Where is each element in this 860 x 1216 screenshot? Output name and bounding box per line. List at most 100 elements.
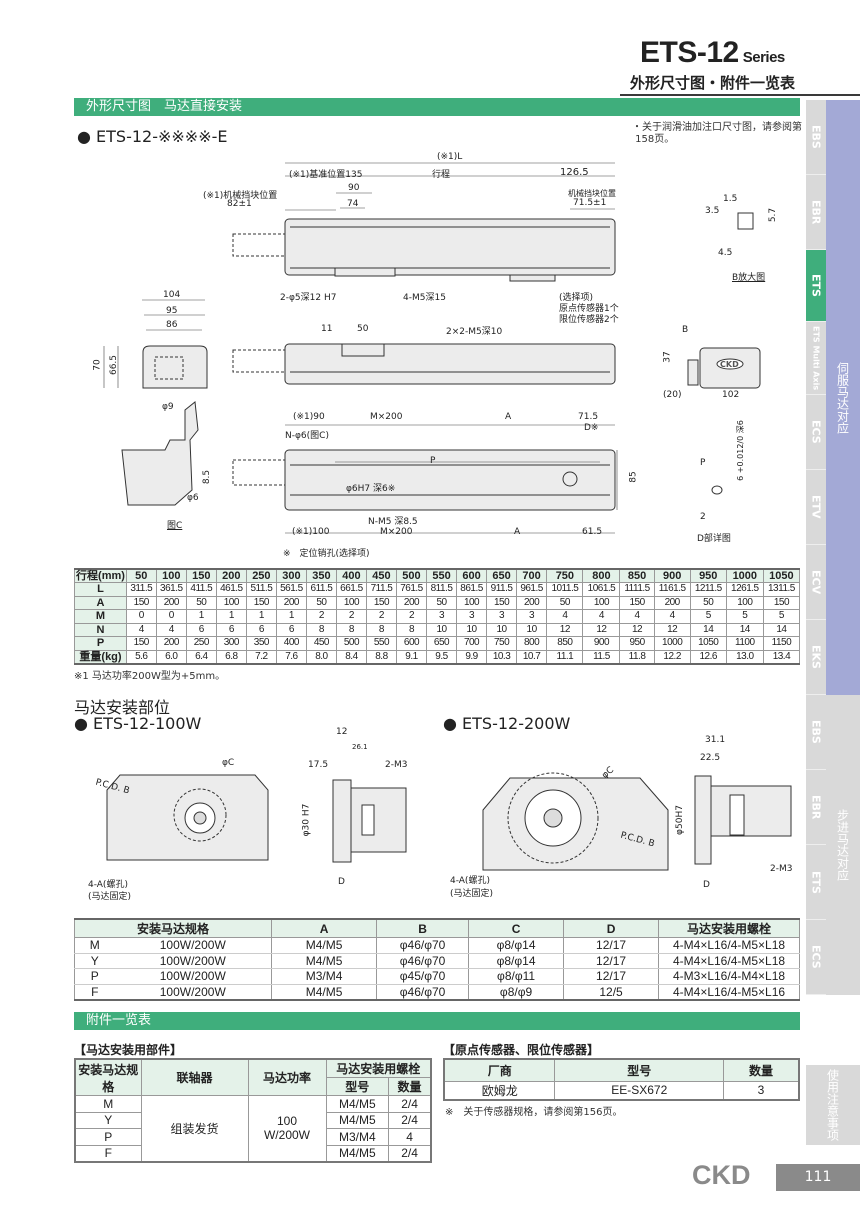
col-A: A xyxy=(271,918,378,938)
origin-sensor-label: 原点传感器1个 xyxy=(559,304,619,314)
stroke-header: 150 xyxy=(186,568,217,583)
sidebar-tab-servo-eks[interactable]: EKS xyxy=(806,620,826,695)
stroke-header: 400 xyxy=(335,568,368,583)
table-cell: 12/17 xyxy=(563,968,660,985)
figure-b-caption: B放大图 xyxy=(732,273,766,283)
200w-dim-31-1: 31.1 xyxy=(705,735,726,745)
col-qty: 数量 xyxy=(388,1077,432,1096)
table-cell: 6 xyxy=(275,622,308,637)
200w-dim-22-5: 22.5 xyxy=(700,753,721,763)
qty-cell: 3 xyxy=(723,1080,800,1100)
table-cell: φ8/φ14 xyxy=(468,937,565,954)
motor-side-200w xyxy=(694,775,712,865)
dim-100: (※1)100 xyxy=(292,527,330,537)
spec-cell: F xyxy=(74,1144,142,1162)
table-cell: 0 xyxy=(155,609,188,624)
dim-85: 85 xyxy=(628,471,639,483)
table-cell: 6.4 xyxy=(186,649,217,664)
spec-cell: P xyxy=(74,1128,142,1146)
table-cell: 100W/200W xyxy=(114,968,273,985)
power-cell: 100 W/200W xyxy=(247,1095,327,1162)
stroke-header: 1050 xyxy=(762,568,801,583)
sidebar-tab-servo-etv[interactable]: ETV xyxy=(806,470,826,545)
stroke-table-note: ※1 马达功率200W型为+5mm。 xyxy=(74,671,226,682)
100w-dim-17-5: 17.5 xyxy=(308,760,329,770)
sidebar-tab-stepper-ebr[interactable]: EBR xyxy=(806,770,826,845)
table-cell: 900 xyxy=(582,636,621,651)
table-cell: 3 xyxy=(486,609,517,624)
type-cell: M3/M4 xyxy=(325,1128,390,1146)
sidebar-tab-servo-ebr[interactable]: EBR xyxy=(806,175,826,250)
parts-title: 【马达安装用部件】 xyxy=(74,1043,183,1057)
motor-mount-title: 马达安装部位 xyxy=(74,698,171,717)
table-cell: 12 xyxy=(582,622,621,637)
limit-sensor-label: 限位传感器2个 xyxy=(559,315,619,325)
table-cell: 100 xyxy=(582,595,621,610)
table-cell: 4 xyxy=(653,609,691,624)
table-cell: 100W/200W xyxy=(114,937,273,954)
sidebar-tab-stepper-ebs[interactable]: EBS xyxy=(806,695,826,770)
model-heading: ● ETS-12-※※※※-E xyxy=(77,127,228,146)
lubrication-note: ・关于润滑油加注口尺寸图，请参阅第 158页。 xyxy=(632,122,802,145)
table-cell: 11.8 xyxy=(619,649,655,664)
table-cell: 1261.5 xyxy=(725,582,764,597)
sidebar-tab-servo-ets-multi-axis[interactable]: ETS Multi Axis xyxy=(806,322,826,395)
col-maker: 厂商 xyxy=(443,1058,556,1082)
table-cell: φ8/φ14 xyxy=(468,953,565,969)
dim-66-5: 66.5 xyxy=(109,354,120,376)
maker-cell: 欧姆龙 xyxy=(443,1080,556,1100)
ckd-logo-drawing: CKD xyxy=(720,360,739,369)
sidebar-tab-servo-ebs[interactable]: EBS xyxy=(806,100,826,175)
dim-50: 50 xyxy=(357,324,369,334)
table-cell: 611.5 xyxy=(306,582,337,597)
table-cell: 150 xyxy=(246,595,277,610)
actuator-bottom-view xyxy=(284,449,616,511)
table-cell: 14 xyxy=(725,622,764,637)
stroke-header: 850 xyxy=(619,568,655,583)
dim-71-5: 71.5±1 xyxy=(573,198,607,208)
dimension-drawings xyxy=(103,162,792,871)
n-phi6-label: N-φ6(图C) xyxy=(285,431,329,441)
dim-1-5: 1.5 xyxy=(723,194,738,204)
phi6h7-label: φ6H7 深6※ xyxy=(346,484,396,494)
sidebar-caution[interactable]: 使用注意事项 xyxy=(806,1065,860,1145)
table-cell: 250 xyxy=(186,636,217,651)
table-cell: 4 xyxy=(155,622,188,637)
tap-m5-10-label: 2×2-M5深10 xyxy=(446,327,503,337)
stroke-header: 950 xyxy=(689,568,727,583)
table-cell: 550 xyxy=(366,636,397,651)
page-subtitle: 外形尺寸图・附件一览表 xyxy=(630,74,796,92)
sidebar-tab-servo-ecv[interactable]: ECV xyxy=(806,545,826,620)
sidebar-tab-servo-ecs[interactable]: ECS xyxy=(806,395,826,470)
dim-20: (20) xyxy=(663,390,682,400)
table-cell: 150 xyxy=(126,636,157,651)
table-cell: 311.5 xyxy=(126,582,157,597)
table-cell: 9.1 xyxy=(395,649,428,664)
sidebar-tab-servo-ets[interactable]: ETS xyxy=(806,250,826,322)
dim-mx200: M×200 xyxy=(370,412,403,422)
mount-parts-table: 安装马达规格 联轴器 马达功率 马达安装用螺栓 型号数量 M 组装发货 100 … xyxy=(74,1058,432,1163)
qty-cell: 2/4 xyxy=(388,1144,432,1162)
table-cell: 50 xyxy=(426,595,457,610)
sidebar-tab-stepper-ets[interactable]: ETS xyxy=(806,845,826,920)
sidebar-tab-stepper-ecs[interactable]: ECS xyxy=(806,920,826,995)
section-bar-dimensions: 外形尺寸图 马达直接安装 xyxy=(74,98,800,116)
table-cell: M4/M5 xyxy=(271,984,378,1000)
table-cell: 10 xyxy=(426,622,457,637)
table-cell: 3 xyxy=(455,609,488,624)
table-cell: 950 xyxy=(619,636,655,651)
table-cell: 12 xyxy=(619,622,655,637)
table-cell: 350 xyxy=(246,636,277,651)
col-spec: 安装马达规格 xyxy=(73,918,273,938)
coupling-cell: 组装发货 xyxy=(140,1095,249,1162)
table-cell: 361.5 xyxy=(155,582,188,597)
table-cell: 8.8 xyxy=(366,649,397,664)
table-cell: 10.3 xyxy=(486,649,517,664)
table-cell: 12/5 xyxy=(563,984,660,1000)
table-cell: 4-M3×L16/4-M4×L18 xyxy=(658,968,800,985)
dim-70: 70 xyxy=(92,359,103,371)
